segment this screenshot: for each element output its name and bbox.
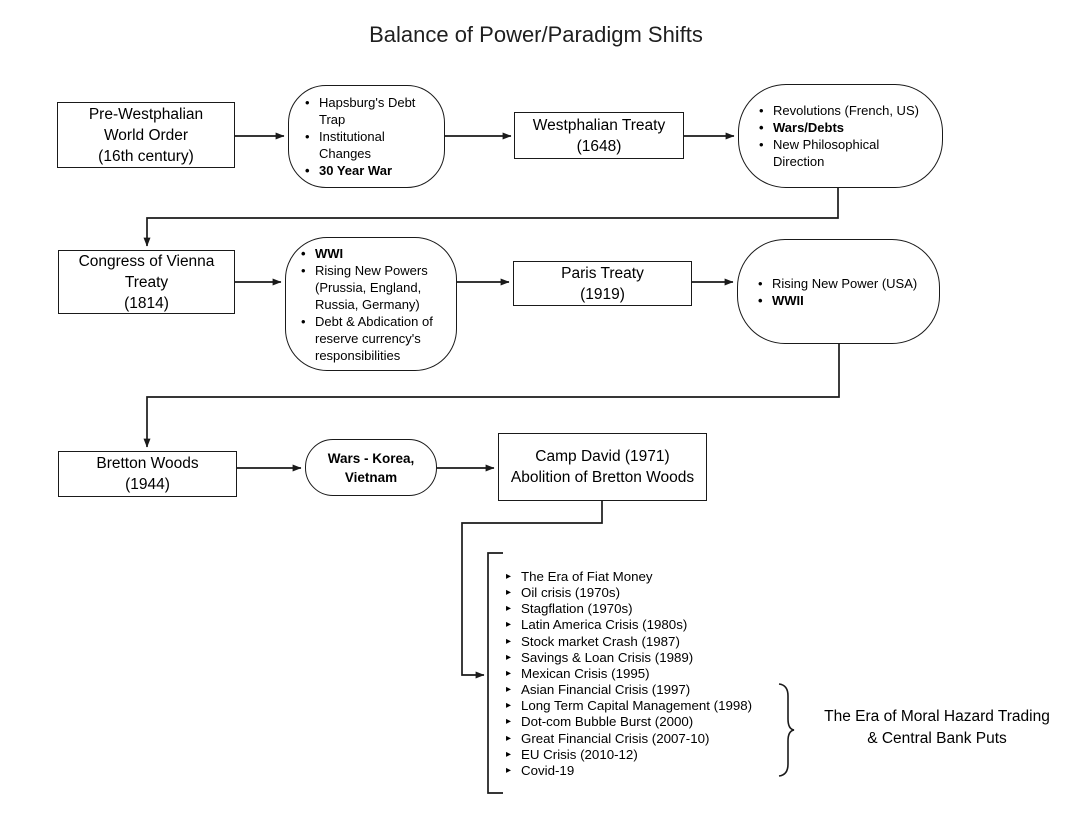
era-list: ▸ The Era of Fiat Money ▸ Oil crisis (19… (506, 569, 836, 779)
dot-bullet-icon: • (758, 275, 763, 291)
dot-bullet-icon: • (305, 129, 310, 144)
bullet-text: WWII (772, 292, 804, 308)
triangle-bullet-icon: ▸ (506, 635, 512, 647)
era-list-item: ▸ Stock market Crash (1987) (506, 634, 836, 650)
bullet-text: Hapsburg's Debt Trap (319, 95, 416, 127)
bullet-item: • Rising New Power (USA) (758, 275, 929, 292)
triangle-bullet-icon: ▸ (506, 603, 512, 615)
era-list-item: ▸ Mexican Crisis (1995) (506, 666, 836, 682)
era-list-item: ▸ Covid-19 (506, 763, 836, 779)
bullet-list: • Revolutions (French, US) • Wars/Debts … (759, 102, 932, 170)
triangle-bullet-icon: ▸ (506, 619, 512, 631)
dot-bullet-icon: • (759, 137, 764, 152)
dot-bullet-icon: • (305, 163, 310, 178)
era-item-text: Great Financial Crisis (2007-10) (521, 730, 710, 746)
era-list-item: ▸ Oil crisis (1970s) (506, 585, 836, 601)
era-item-text: The Era of Fiat Money (521, 569, 653, 584)
triangle-bullet-icon: ▸ (506, 764, 512, 776)
triangle-bullet-icon: ▸ (506, 732, 512, 744)
era-item-text: Savings & Loan Crisis (1989) (521, 649, 694, 665)
node-revolutions: • Revolutions (French, US) • Wars/Debts … (738, 84, 943, 188)
era-item-text: EU Crisis (2010-12) (521, 746, 638, 762)
era-item-text: Oil crisis (1970s) (521, 585, 621, 601)
bullet-item: • Hapsburg's Debt Trap (305, 94, 436, 128)
era-item-text: Stock market Crash (1987) (521, 633, 680, 649)
node-wwi-rising-powers: • WWI • Rising New Powers (Prussia, Engl… (285, 237, 457, 371)
node-hapsburg-debt-trap: • Hapsburg's Debt Trap • Institutional C… (288, 85, 445, 188)
page-title: Balance of Power/Paradigm Shifts (369, 22, 703, 47)
bullet-list: • Hapsburg's Debt Trap • Institutional C… (305, 94, 436, 179)
era-list-item: ▸ Great Financial Crisis (2007-10) (506, 731, 836, 747)
era-list-item: ▸ Long Term Capital Management (1998) (506, 698, 836, 714)
bullet-text: 30 Year War (319, 163, 392, 178)
node-paris-treaty: Paris Treaty (1919) (513, 261, 692, 306)
bullet-item: • 30 Year War (305, 162, 436, 179)
era-list-item: ▸ Dot-com Bubble Burst (2000) (506, 714, 836, 730)
era-item-text: Stagflation (1970s) (521, 601, 633, 617)
triangle-bullet-icon: ▸ (506, 667, 512, 679)
bullet-list: • WWI • Rising New Powers (Prussia, Engl… (301, 245, 448, 364)
connector-revolutions-to-congress (143, 188, 839, 247)
bullet-item: • New Philosophical Direction (759, 136, 932, 170)
bullet-item: • Debt & Abdication of reserve currency'… (301, 313, 448, 364)
bullet-text: Wars/Debts (773, 120, 845, 135)
bullet-text: Institutional Changes (319, 129, 385, 161)
era-item-text: Asian Financial Crisis (1997) (521, 682, 691, 698)
bullet-item: • Wars/Debts (759, 119, 932, 136)
triangle-bullet-icon: ▸ (506, 651, 512, 663)
bullet-text: Debt & Abdication of reserve currency's … (315, 313, 433, 363)
bullet-text: Revolutions (French, US) (773, 103, 919, 118)
triangle-bullet-icon: ▸ (506, 684, 512, 696)
dot-bullet-icon: • (301, 313, 306, 329)
bullet-item: • Rising New Powers (Prussia, England, R… (301, 262, 448, 313)
triangle-bullet-icon: ▸ (506, 700, 512, 712)
dot-bullet-icon: • (758, 292, 763, 308)
era-list-item: ▸ Stagflation (1970s) (506, 601, 836, 617)
bullet-text: Rising New Powers (Prussia, England, Rus… (315, 262, 428, 312)
bullet-text: WWI (315, 245, 344, 261)
node-rising-power-usa: • Rising New Power (USA) • WWII (737, 239, 940, 344)
bullet-item: • Revolutions (French, US) (759, 102, 932, 119)
triangle-bullet-icon: ▸ (506, 587, 512, 599)
node-wars-korea-vietnam: Wars - Korea, Vietnam (305, 439, 437, 496)
era-list-item: ▸ Latin America Crisis (1980s) (506, 617, 836, 633)
bullet-item: • Institutional Changes (305, 128, 436, 162)
dot-bullet-icon: • (305, 95, 310, 110)
era-list-item: ▸ The Era of Fiat Money (506, 569, 836, 585)
triangle-bullet-icon: ▸ (506, 571, 512, 582)
era-list-item: ▸ Savings & Loan Crisis (1989) (506, 650, 836, 666)
era-item-text: Long Term Capital Management (1998) (521, 698, 753, 714)
bullet-item: • WWII (758, 292, 929, 309)
era-item-text: Mexican Crisis (1995) (521, 665, 650, 681)
era-item-text: Covid-19 (521, 762, 575, 778)
era-list-item: ▸ EU Crisis (2010-12) (506, 747, 836, 763)
bullet-item: • WWI (301, 245, 448, 262)
bullet-text: Rising New Power (USA) (772, 275, 918, 291)
triangle-bullet-icon: ▸ (506, 748, 512, 760)
dot-bullet-icon: • (759, 103, 764, 118)
connector-rising-usa-to-bretton (143, 344, 840, 448)
era-item-text: Latin America Crisis (1980s) (521, 617, 688, 633)
era-list-bracket (487, 552, 503, 794)
triangle-bullet-icon: ▸ (506, 716, 512, 728)
node-bretton-woods: Bretton Woods (1944) (58, 451, 237, 497)
node-westphalian-treaty: Westphalian Treaty (1648) (514, 112, 684, 159)
brace-label: The Era of Moral Hazard Trading & Centra… (824, 708, 1050, 747)
dot-bullet-icon: • (301, 245, 306, 261)
node-pre-westphalian: Pre-Westphalian World Order (16th centur… (57, 102, 235, 168)
dot-bullet-icon: • (759, 120, 764, 135)
bullet-text: New Philosophical Direction (773, 137, 880, 169)
era-list-item: ▸ Asian Financial Crisis (1997) (506, 682, 836, 698)
dot-bullet-icon: • (301, 262, 306, 278)
era-item-text: Dot-com Bubble Burst (2000) (521, 714, 694, 730)
node-camp-david: Camp David (1971) Abolition of Bretton W… (498, 433, 707, 501)
bullet-list: • Rising New Power (USA) • WWII (758, 275, 929, 309)
node-congress-vienna: Congress of Vienna Treaty (1814) (58, 250, 235, 314)
